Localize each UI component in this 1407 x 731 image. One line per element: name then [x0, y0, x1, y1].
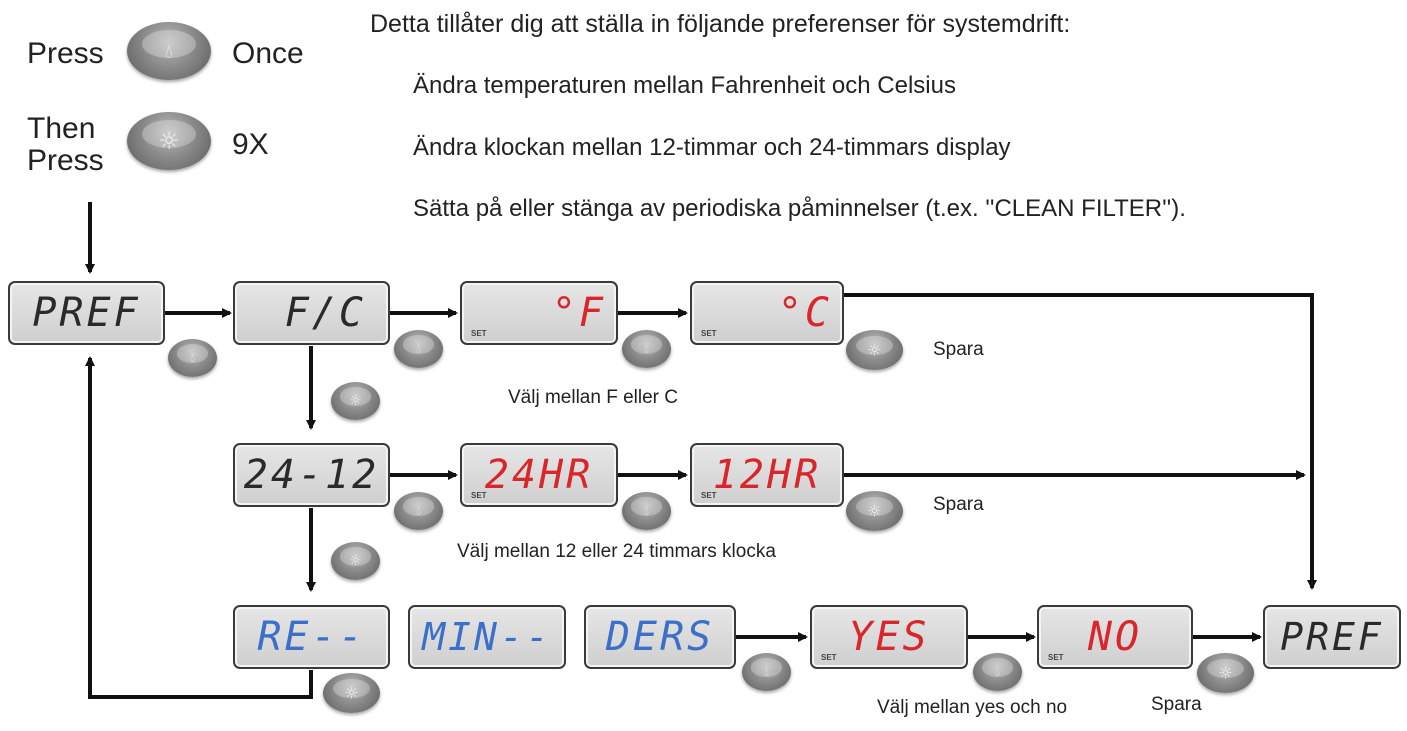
arrow-c-to-pref [844, 293, 1317, 590]
lcd-no-text: NO [1087, 614, 1143, 660]
lcd-pref-start-text: PREF [32, 290, 141, 336]
lcd-reminders-2-text: MIN-- [422, 615, 552, 659]
lcd-pref-end-text: PREF [1280, 615, 1384, 659]
light-button-to-clock[interactable]: ☼ [331, 382, 380, 420]
set-indicator: SET [471, 329, 487, 338]
temp-button-1[interactable]: 💧︎ [168, 339, 217, 377]
lcd-pref-start: PREF [8, 281, 165, 345]
droplet-icon: 💧︎ [190, 350, 195, 365]
intro-text: Detta tillåter dig att ställa in följand… [370, 10, 1071, 38]
droplet-icon: 💧︎ [644, 503, 649, 518]
sun-icon: ☼ [349, 393, 362, 409]
droplet-icon: 💧︎ [416, 503, 421, 518]
temp-button-5[interactable]: 💧︎ [622, 492, 671, 530]
light-button-legend: ☼ [127, 112, 211, 170]
light-button-save-reminder[interactable]: ☼ [1197, 653, 1254, 693]
then-press-label: Press [27, 144, 104, 177]
lcd-fahrenheit: °F SET [460, 281, 618, 345]
droplet-icon: 💧︎ [416, 341, 421, 356]
temp-button-6[interactable]: 💧︎ [742, 653, 791, 691]
droplet-icon: 💧︎ [165, 39, 173, 63]
sun-icon: ☼ [344, 683, 359, 703]
lcd-no: NO SET [1037, 605, 1193, 669]
lcd-reminders-3-text: DERS [605, 614, 715, 660]
then-label: Then [27, 112, 96, 145]
droplet-icon: 💧︎ [995, 664, 1000, 679]
lcd-yes: YES SET [810, 605, 968, 669]
once-label: Once [232, 37, 304, 70]
temp-button-7[interactable]: 💧︎ [973, 653, 1022, 691]
sun-icon: ☼ [349, 553, 362, 569]
light-button-to-reminders[interactable]: ☼ [331, 542, 380, 580]
droplet-icon: 💧︎ [644, 341, 649, 356]
lcd-24hr-text: 24HR [484, 452, 594, 498]
temp-button-3[interactable]: 💧︎ [622, 330, 671, 368]
lcd-reminders-3: DERS [584, 605, 736, 669]
lcd-reminders-1: RE-- [233, 605, 390, 669]
bullet-reminders: Sätta på eller stänga av periodiska påmi… [413, 195, 1186, 222]
sun-icon: ☼ [867, 340, 882, 360]
lcd-clock: 24-12 [233, 443, 390, 507]
light-button-loop-back[interactable]: ☼ [323, 673, 380, 713]
caption-save-reminder: Spara [1151, 694, 1202, 715]
set-indicator: SET [821, 653, 837, 662]
lcd-clock-text: 24-12 [243, 452, 380, 498]
lcd-12hr: 12HR SET [690, 443, 844, 507]
sun-icon: ☼ [1218, 663, 1233, 683]
lcd-celsius-text: °C [777, 290, 832, 336]
light-button-save-clock[interactable]: ☼ [846, 491, 903, 531]
lcd-celsius: °C SET [690, 281, 844, 345]
lcd-yes-text: YES [848, 614, 930, 660]
caption-save-temp: Spara [933, 339, 984, 360]
bullet-clock: Ändra klockan mellan 12-timmar och 24-ti… [413, 134, 1011, 161]
lcd-24hr: 24HR SET [460, 443, 618, 507]
caption-choose-clock: Välj mellan 12 eller 24 timmars klocka [457, 541, 776, 562]
set-indicator: SET [701, 329, 717, 338]
droplet-icon: 💧︎ [764, 664, 769, 679]
set-indicator: SET [471, 491, 487, 500]
light-button-save-temp[interactable]: ☼ [846, 330, 903, 370]
lcd-reminders-1-text: RE-- [257, 614, 366, 660]
set-indicator: SET [1048, 653, 1064, 662]
set-indicator: SET [701, 491, 717, 500]
bullet-temperature: Ändra temperaturen mellan Fahrenheit och… [413, 72, 956, 99]
lcd-reminders-2: MIN-- [408, 605, 566, 669]
lcd-fc: F/C [233, 281, 390, 345]
nine-x-label: 9X [232, 128, 269, 161]
sun-icon: ☼ [158, 127, 180, 155]
temp-button-2[interactable]: 💧︎ [394, 330, 443, 368]
press-label: Press [27, 37, 104, 70]
sun-icon: ☼ [867, 501, 882, 521]
caption-choose-reminder: Välj mellan yes och no [877, 697, 1068, 718]
caption-save-clock: Spara [933, 494, 984, 515]
lcd-pref-end: PREF [1263, 605, 1401, 669]
lcd-12hr-text: 12HR [712, 452, 822, 498]
arrow-loop-back [85, 356, 313, 699]
temp-button-4[interactable]: 💧︎ [394, 492, 443, 530]
lcd-fc-text: F/C [284, 290, 366, 336]
temp-button-legend: 💧︎ [127, 22, 211, 80]
caption-choose-temp: Välj mellan F eller C [508, 387, 678, 408]
lcd-fahrenheit-text: °F [551, 290, 606, 336]
